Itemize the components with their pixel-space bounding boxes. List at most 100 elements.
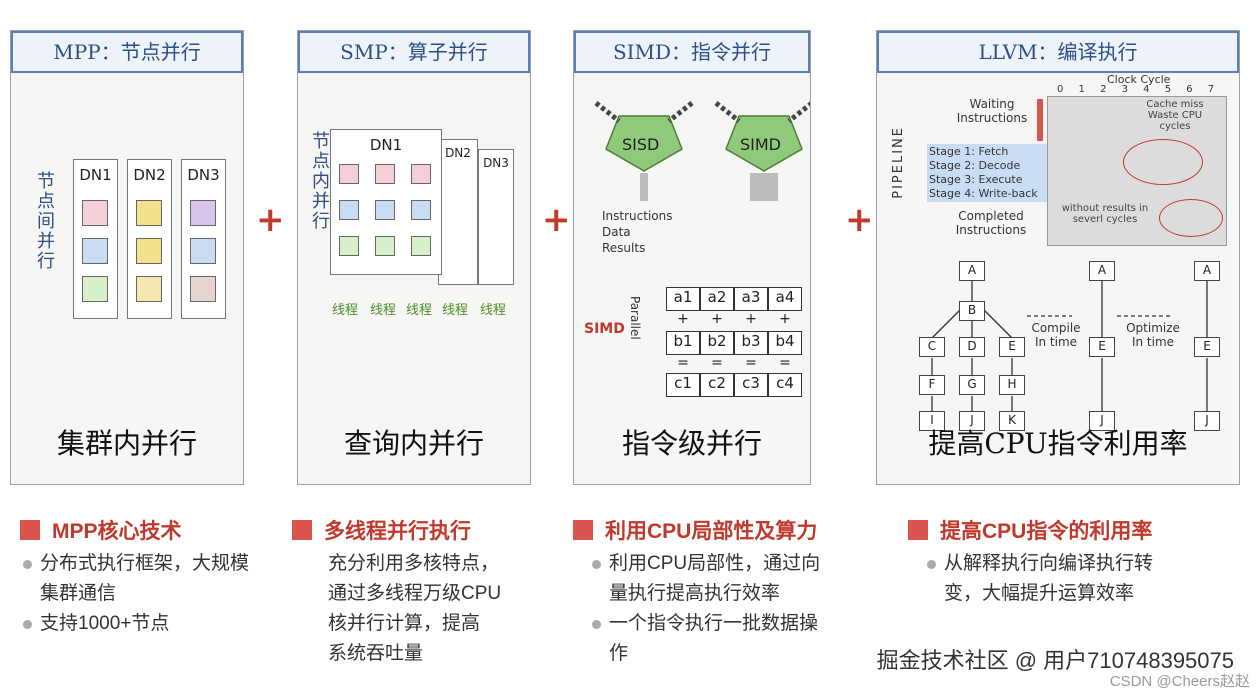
node-i: I [919,411,945,431]
side-label: 节点内并行 [309,131,330,231]
yellow-block [136,276,162,302]
panel-llvm: LLVM：编译执行 Clock Cycle 0 1 2 3 4 5 6 7 8 … [876,30,1240,485]
bullet: 从解释执行向编译执行转变，大幅提升运算效率 [924,549,1178,609]
cell-c: c2 [700,373,734,397]
op-eq: = [677,355,689,371]
node-d: D [959,337,985,357]
op-plus: + [711,311,723,327]
dn-label: DN3 [483,156,509,170]
plus-sign: + [542,200,571,240]
section-title-text: MPP核心技术 [52,520,182,543]
cell-c: c1 [666,373,700,397]
compile-label: Compile In time [1031,321,1081,349]
panel-header: SIMD：指令并行 [574,31,810,73]
green-block [375,236,395,256]
panel-footer: 提高CPU指令利用率 [928,427,1188,460]
stage-3: Stage 3: Execute [929,173,1023,186]
bullet: 一个指令执行一批数据操作 [589,609,828,669]
body-line: 系统吞吐量 [328,643,424,664]
cell-a: a4 [768,287,802,311]
waiting-bracket [1037,99,1043,141]
cell-b: b3 [734,331,768,355]
dn-column: DN1 [73,159,118,319]
bullet: 支持1000+节点 [20,609,260,639]
plus-sign: + [256,200,285,240]
simd-red-label: SIMD [584,321,625,337]
node-h: H [999,375,1025,395]
clock-title: Clock Cycle [1107,73,1171,86]
thread-label: 线程 [480,303,507,318]
plus-row: + + + + [666,311,802,327]
thread-label: 线程 [370,303,397,318]
cache-miss-ellipse [1123,139,1203,185]
node-a: A [959,261,985,281]
blue-block [411,200,431,220]
dn-column: DN3 [181,159,226,319]
cache-miss-text: Cache miss Waste CPU cycles [1146,99,1204,132]
stage-band [927,144,1047,202]
blue-block [339,200,359,220]
dn-label: DN1 [369,136,403,154]
cell-a: a2 [700,287,734,311]
node-a: A [1089,261,1115,281]
op-eq: = [745,355,757,371]
panel-mpp: MPP：节点并行 节点间并行 DN1 DN2 DN3 集群内并行 [10,30,244,485]
op-plus: + [745,311,757,327]
title-swatch [908,520,928,540]
dn-label: DN3 [187,166,220,184]
op-plus: + [677,311,689,327]
purple-block [190,200,216,226]
green-block [339,236,359,256]
simd-unit-label: SIMD [740,135,781,154]
title-swatch [20,520,40,540]
body-line: 核并行计算，提高 [328,613,481,634]
red-block [339,164,359,184]
watermark-csdn: CSDN @Cheers赵赵 [1109,673,1250,690]
sisd-simd-diagram [594,101,810,201]
section-smp: 多线程并行执行 充分利用多核特点， 通过多线程万级CPU 核并行计算，提高 系统… [292,515,542,669]
title-swatch [573,520,593,540]
op-eq: = [779,355,791,371]
red-block [82,200,108,226]
thread-label: 线程 [406,303,433,318]
stage-1: Stage 1: Fetch [929,145,1009,158]
title-swatch [292,520,312,540]
legend-instructions: Instructions [602,209,673,223]
watermark: 掘金技术社区 @ 用户710748395075 [876,648,1234,673]
bullet: 利用CPU局部性，通过向量执行提高执行效率 [589,549,828,609]
bullet: 分布式执行框架，大规模集群通信 [20,549,260,609]
cell-a: a1 [666,287,700,311]
node-a: A [1194,261,1220,281]
node-c: C [919,337,945,357]
node-f: F [919,375,945,395]
yellow-block [136,238,162,264]
section-title: 多线程并行执行 [292,515,542,545]
panel-simd: SIMD：指令并行 SISD SIMD Instructions Data Re… [573,30,811,485]
dn-label: DN2 [445,146,471,160]
green-block [411,236,431,256]
section-title: 提高CPU指令的利用率 [908,515,1178,545]
panel-footer: 集群内并行 [56,427,197,460]
panel-footer: 指令级并行 [621,427,762,460]
cell-b: b2 [700,331,734,355]
panel-footer: 查询内并行 [343,427,484,460]
section-title-text: 利用CPU局部性及算力 [605,520,818,543]
optimize-label: Optimize In time [1126,321,1180,349]
node-b: B [959,301,985,321]
sisd-label: SISD [622,135,660,154]
node-g: G [959,375,985,395]
cell-b: b4 [768,331,802,355]
parallel-label: Parallel [628,296,642,340]
without-ellipse [1159,199,1223,237]
red-block [375,164,395,184]
legend-results: Results [602,241,646,255]
node-k: K [999,411,1025,431]
section-simd: 利用CPU局部性及算力 利用CPU局部性，通过向量执行提高执行效率 一个指令执行… [573,515,828,669]
dn-column: DN1 [330,129,442,275]
node-e: E [1194,337,1220,357]
body-line: 充分利用多核特点， [328,553,500,574]
red-block [411,164,431,184]
section-title: 利用CPU局部性及算力 [573,515,828,545]
cell-a: a3 [734,287,768,311]
node-e: E [1089,337,1115,357]
